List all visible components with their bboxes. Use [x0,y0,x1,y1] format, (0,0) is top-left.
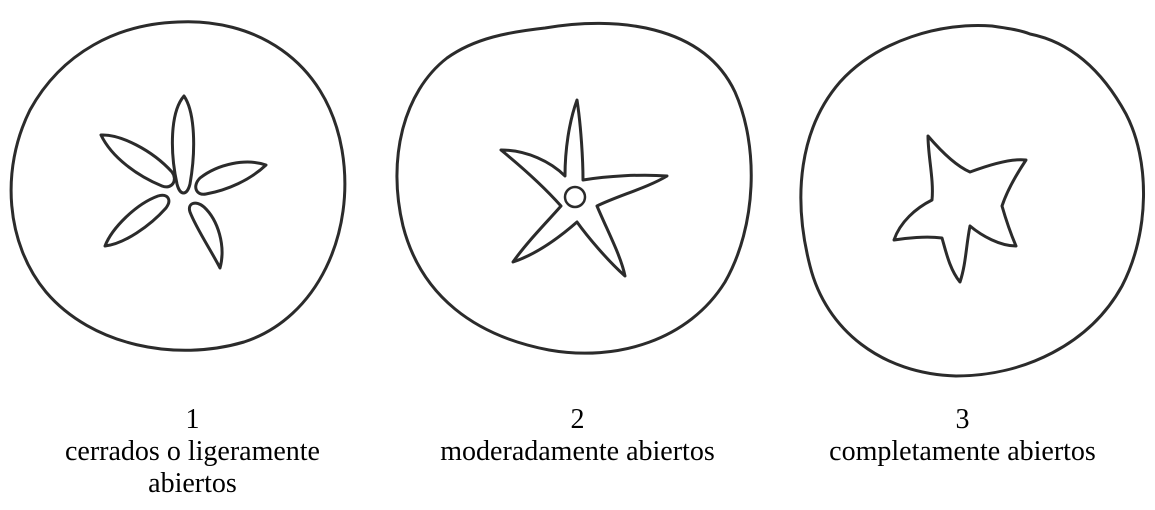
stage-label: moderadamente abiertos [440,436,715,467]
locule-slit-right [194,160,268,196]
locule-slit-upper-left [99,133,176,189]
stage-label: cerrados o ligeramente abiertos [65,436,320,499]
locule-slit-top [170,94,196,195]
stage-panel-2: 2 moderadamente abiertos [385,0,770,510]
locule-star-cavity [892,134,1028,284]
stage-number: 3 [955,404,970,435]
locule-slit-lower-left [103,193,171,248]
caption-3: 3 completamente abiertos [770,404,1155,468]
fruit-outline [395,21,753,355]
caption-1: 1 cerrados o ligeramente abiertos [0,404,385,500]
stage-number: 1 [185,404,200,435]
locule-star-cavity [499,98,669,278]
stage-panel-1: 1 cerrados o ligeramente abiertos [0,0,385,510]
fruit-outline [799,23,1145,378]
stage-panel-3: 3 completamente abiertos [770,0,1155,510]
moderately-open-locules-drawing [395,21,753,355]
stage-label: completamente abiertos [829,436,1096,467]
stage-number: 2 [570,404,585,435]
fruit-outline [9,20,347,352]
closed-locules-drawing [9,20,347,352]
fully-open-locules-drawing [799,23,1145,378]
locule-center [563,185,587,209]
caption-2: 2 moderadamente abiertos [385,404,770,468]
locule-slit-lower-right [187,201,224,270]
